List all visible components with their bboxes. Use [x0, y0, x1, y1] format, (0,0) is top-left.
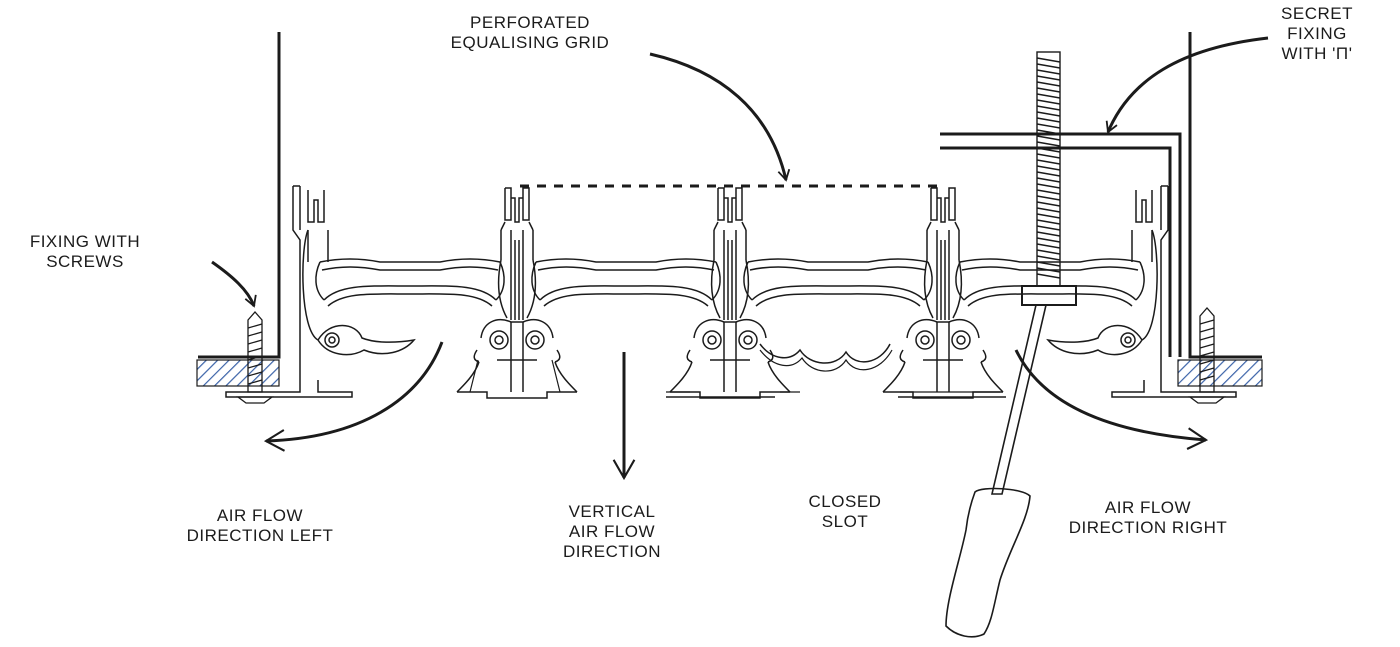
- perforated-grid-pointer-arrow: [649, 52, 791, 182]
- right-ceiling-hatch: [1177, 359, 1263, 387]
- right-wall-plate: [1188, 32, 1262, 359]
- label-fixing-with-screws: FIXING WITH SCREWS: [10, 232, 160, 272]
- label-airflow-right: AIR FLOW DIRECTION RIGHT: [1040, 498, 1256, 538]
- label-line: FIXING WITH: [29, 232, 141, 251]
- airflow-right-arrow: [1014, 349, 1209, 450]
- secret-fixing-bracket: [940, 132, 1182, 357]
- label-line: DIRECTION: [563, 542, 661, 561]
- label-line: AIR FLOW: [1104, 498, 1192, 517]
- closed-slot-blade: [759, 343, 891, 364]
- screwdriver: [945, 304, 1048, 638]
- label-line: AIR FLOW: [216, 506, 304, 525]
- left-ceiling-hatch: [196, 359, 280, 387]
- label-airflow-left: AIR FLOW DIRECTION LEFT: [160, 506, 360, 546]
- label-line: WITH 'Π': [1281, 44, 1353, 63]
- label-line: FIXING: [1287, 24, 1347, 43]
- airflow-left-arrow: [263, 341, 444, 452]
- left-wall-plate: [198, 32, 281, 359]
- screws-pointer-arrow: [211, 260, 257, 308]
- label-line: SECRET: [1281, 4, 1353, 23]
- label-line: PERFORATED: [470, 13, 590, 32]
- label-line: DIRECTION LEFT: [186, 526, 334, 545]
- left-screw: [236, 311, 274, 404]
- label-line: AIR FLOW: [568, 522, 656, 541]
- label-line: VERTICAL: [568, 502, 656, 521]
- label-line: CLOSED: [808, 492, 882, 511]
- secret-fixing-pointer-arrow: [1105, 36, 1269, 134]
- label-line: EQUALISING GRID: [450, 33, 610, 52]
- label-line: SCREWS: [46, 252, 124, 271]
- label-secret-fixing: SECRET FIXING WITH 'Π': [1262, 4, 1372, 64]
- label-line: DIRECTION RIGHT: [1068, 518, 1228, 537]
- diffuser-profile: [225, 185, 1237, 398]
- label-closed-slot: CLOSED SLOT: [790, 492, 900, 532]
- label-vertical-airflow: VERTICAL AIR FLOW DIRECTION: [530, 502, 694, 562]
- right-screw: [1188, 307, 1226, 404]
- threaded-rod: [1021, 51, 1077, 306]
- label-perforated-grid: PERFORATED EQUALISING GRID: [430, 13, 630, 53]
- label-line: SLOT: [821, 512, 869, 531]
